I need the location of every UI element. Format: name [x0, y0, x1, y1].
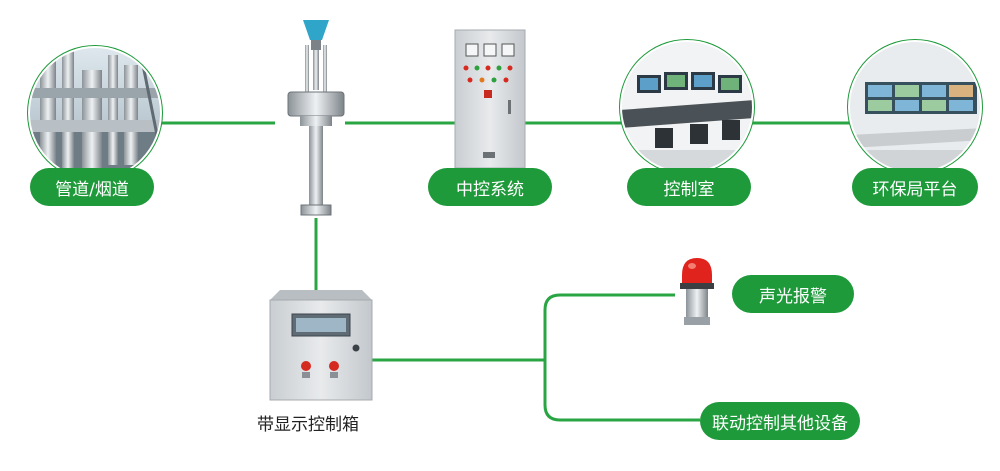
control-room-photo	[619, 39, 755, 175]
control-cabinet	[454, 29, 526, 169]
pipe-photo	[27, 45, 163, 181]
connector-lines	[160, 121, 850, 422]
pipe-label: 管道/烟道	[30, 168, 154, 206]
display-box-label: 带显示控制箱	[257, 415, 359, 435]
alarm-light	[680, 258, 714, 325]
alarm-label: 声光报警	[732, 275, 854, 313]
control-room-label: 控制室	[627, 168, 751, 206]
central-control-label: 中控系统	[428, 168, 552, 206]
display-control-box	[269, 290, 373, 401]
epb-platform-label: 环保局平台	[852, 168, 978, 206]
flow-meter-sensor	[287, 20, 345, 216]
linkage-label: 联动控制其他设备	[700, 402, 860, 440]
monitoring-hall-photo	[847, 39, 983, 175]
